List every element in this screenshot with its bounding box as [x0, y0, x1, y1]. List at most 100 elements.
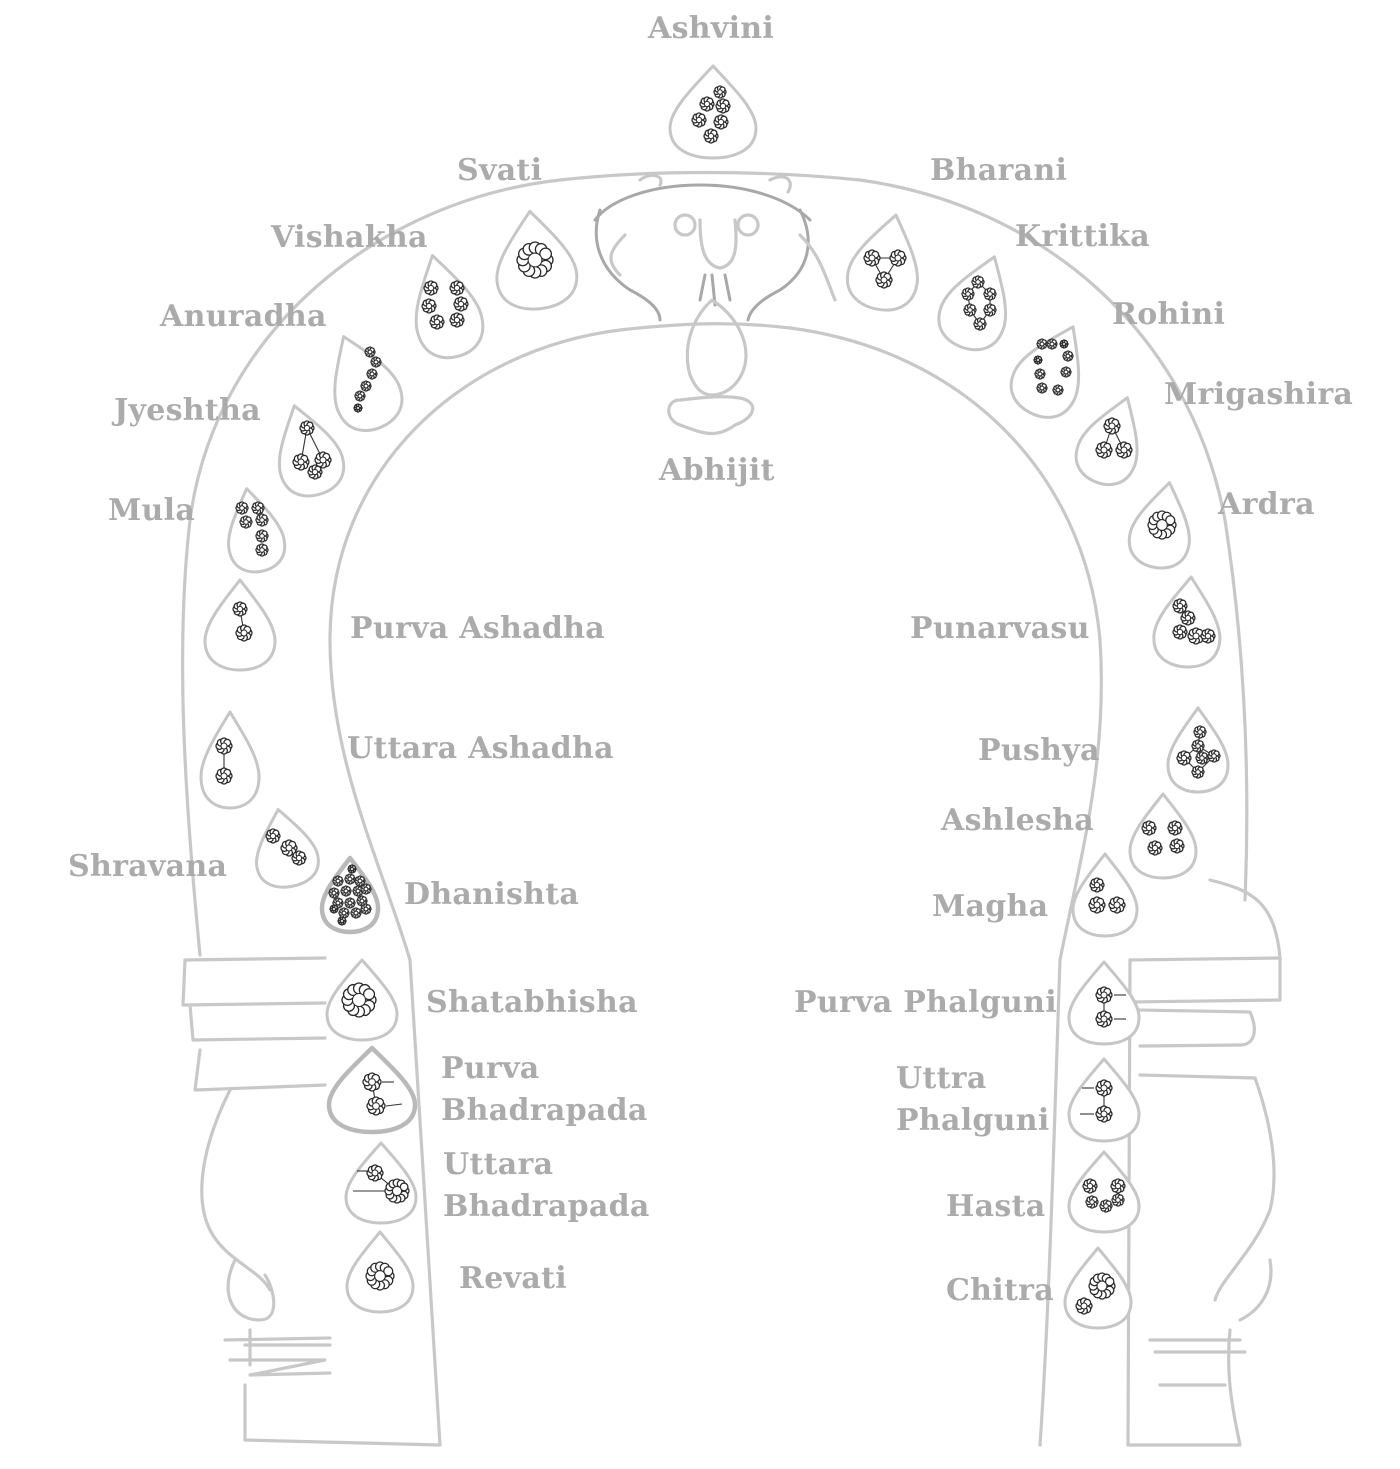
star-flower-icon	[366, 1164, 384, 1182]
leaf-ashlesha	[1128, 792, 1198, 880]
label-punarvasu: Punarvasu	[910, 611, 1090, 646]
leaf-shape	[333, 335, 404, 432]
star-flower-icon	[449, 312, 465, 328]
leaf-uttara-ashadha	[199, 710, 261, 810]
leaf-shape	[1067, 1150, 1141, 1234]
label-revati: Revati	[459, 1261, 567, 1296]
label-shravana: Shravana	[68, 849, 228, 884]
label-abhijit: Abhijit	[659, 453, 775, 488]
star-flower-icon	[1060, 366, 1072, 378]
star-flower-icon	[889, 249, 907, 267]
star-flower-icon	[1191, 765, 1205, 779]
star-flower-icon	[1095, 1010, 1113, 1028]
star-tick-line	[385, 1103, 403, 1107]
leaf-shatabhisha	[325, 958, 399, 1042]
label-uttra-phalguni-line2: Phalguni	[896, 1103, 1050, 1138]
star-flower-icon	[1141, 820, 1157, 836]
leaf-rohini	[1009, 325, 1081, 419]
star-flower-icon	[255, 529, 269, 543]
star-flower-icon	[961, 287, 975, 301]
leaf-jyeshtha	[277, 404, 346, 498]
label-anuradha: Anuradha	[160, 299, 327, 334]
star-flower-icon	[1172, 598, 1188, 614]
star-flower-icon	[337, 916, 347, 926]
nakshatra-leaves	[199, 64, 1230, 1330]
star-flower-icon	[338, 907, 350, 919]
star-flower-icon	[1095, 986, 1113, 1004]
left-pillar-capital	[181, 956, 327, 1092]
leaf-magha	[1071, 852, 1139, 938]
label-krittika: Krittika	[1015, 219, 1151, 254]
star-flower-icon	[1052, 384, 1064, 396]
label-svati: Svati	[457, 153, 543, 188]
leaf-shape	[227, 487, 287, 574]
star-flower-icon	[1095, 441, 1113, 459]
star-flower-icon	[235, 624, 253, 642]
star-flower-icon	[1191, 739, 1205, 753]
label-mula: Mula	[108, 493, 196, 528]
star-flower-icon	[370, 356, 382, 368]
star-flower-icon	[1200, 628, 1216, 644]
left-pillar-body	[200, 958, 442, 1447]
star-flower-icon	[1207, 749, 1221, 763]
leaf-purva-phalguni	[1067, 960, 1141, 1046]
star-flower-icon	[344, 873, 356, 885]
leaf-uttra-phalguni	[1067, 1057, 1141, 1143]
leaf-hasta	[1067, 1150, 1141, 1234]
star-flower-icon	[1095, 1105, 1113, 1123]
star-flower-icon	[1085, 1195, 1099, 1209]
leaf-dhanishta	[319, 855, 381, 935]
star-flower-icon	[360, 903, 372, 915]
star-flower-icon	[421, 298, 437, 314]
inner-arch-line	[328, 322, 1103, 962]
star-flower-icon	[1111, 1193, 1125, 1207]
star-flower-icon	[516, 241, 554, 279]
leaf-shape	[1128, 792, 1198, 880]
leaf-krittika	[937, 255, 1008, 352]
leaf-shape	[937, 255, 1008, 352]
leaf-shape	[845, 213, 919, 312]
star-flower-icon	[328, 887, 340, 899]
star-flower-icon	[299, 420, 315, 436]
star-flower-icon	[1172, 624, 1188, 640]
star-flower-icon	[1108, 896, 1126, 914]
leaf-shape	[277, 404, 346, 498]
star-flower-icon	[429, 314, 445, 330]
label-ashvini: Ashvini	[648, 11, 775, 46]
leaf-anuradha	[333, 335, 404, 432]
star-flower-icon	[384, 1178, 410, 1204]
star-flower-icon	[1095, 1079, 1113, 1097]
star-flower-icon	[232, 601, 248, 617]
leaf-shape	[1071, 852, 1139, 938]
right-pillar-capital	[1128, 956, 1282, 1080]
label-pushya: Pushya	[978, 733, 1100, 768]
star-flower-icon	[291, 850, 307, 866]
star-flower-icon	[1062, 350, 1074, 362]
label-uttara-bhadrapada-line1: Uttara	[443, 1147, 554, 1182]
star-flower-icon	[347, 864, 357, 874]
star-flower-icon	[360, 380, 372, 392]
star-flower-icon	[1059, 339, 1069, 349]
label-purva-bhadrapada-line1: Purva	[441, 1051, 540, 1086]
star-flower-icon	[1147, 510, 1177, 540]
star-flower-icon	[449, 280, 465, 296]
star-flower-icon	[875, 271, 893, 289]
leaf-shravana	[255, 808, 320, 889]
star-flower-icon	[350, 907, 362, 919]
star-flower-icon	[963, 303, 977, 317]
leaf-pushya	[1166, 706, 1230, 794]
star-flower-icon	[1180, 610, 1196, 626]
label-chitra: Chitra	[946, 1273, 1054, 1308]
label-purva-bhadrapada-line2: Bhadrapada	[441, 1093, 648, 1128]
star-flower-icon	[341, 982, 377, 1018]
star-flower-icon	[354, 875, 366, 887]
label-purva-phalguni: Purva Phalguni	[794, 985, 1057, 1020]
leaf-punarvasu	[1152, 575, 1222, 669]
star-flower-icon	[265, 828, 281, 844]
leaf-mula	[227, 487, 287, 574]
label-dhanishta: Dhanishta	[404, 877, 580, 912]
star-flower-icon	[365, 1261, 395, 1291]
star-flower-icon	[329, 904, 339, 914]
star-flower-icon	[1169, 838, 1185, 854]
